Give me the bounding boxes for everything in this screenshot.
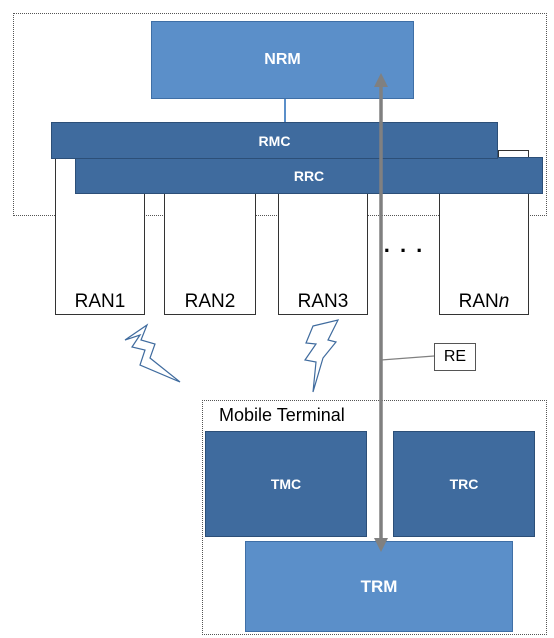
mobile-terminal-title: Mobile Terminal <box>219 405 345 425</box>
nrm-block: NRM <box>151 21 414 99</box>
ran-label-n: RANn <box>439 290 529 314</box>
ran-box-2 <box>164 190 256 315</box>
nrm-label: NRM <box>264 51 301 68</box>
lightning-bolt-icon <box>124 323 181 383</box>
ran-ellipsis: . . . <box>383 232 425 257</box>
rmc-block: RMC <box>51 122 498 159</box>
rmc-label: RMC <box>258 132 291 149</box>
lightning-bolt-icon <box>303 319 340 393</box>
trm-block: TRM <box>245 541 513 632</box>
ran-label-1: RAN1 <box>74 291 126 312</box>
rrc-label: RRC <box>293 167 325 184</box>
re-label: RE <box>443 348 467 365</box>
re-label-box: RE <box>434 343 476 371</box>
ran-label-2: RAN2 <box>184 291 236 312</box>
trm-label: TRM <box>360 576 398 596</box>
nrm-rmc-connector <box>284 99 286 122</box>
tmc-label: TMC <box>270 476 302 492</box>
trc-block: TRC <box>393 431 535 537</box>
ran-box-3 <box>278 190 368 315</box>
ran-label-3: RAN3 <box>297 291 349 312</box>
re-connector-line <box>380 355 435 361</box>
ran-label-n-italic: n <box>498 291 510 312</box>
ran-label-n-prefix: RAN <box>458 291 499 312</box>
tmc-block: TMC <box>205 431 367 537</box>
trc-label: TRC <box>449 476 479 492</box>
